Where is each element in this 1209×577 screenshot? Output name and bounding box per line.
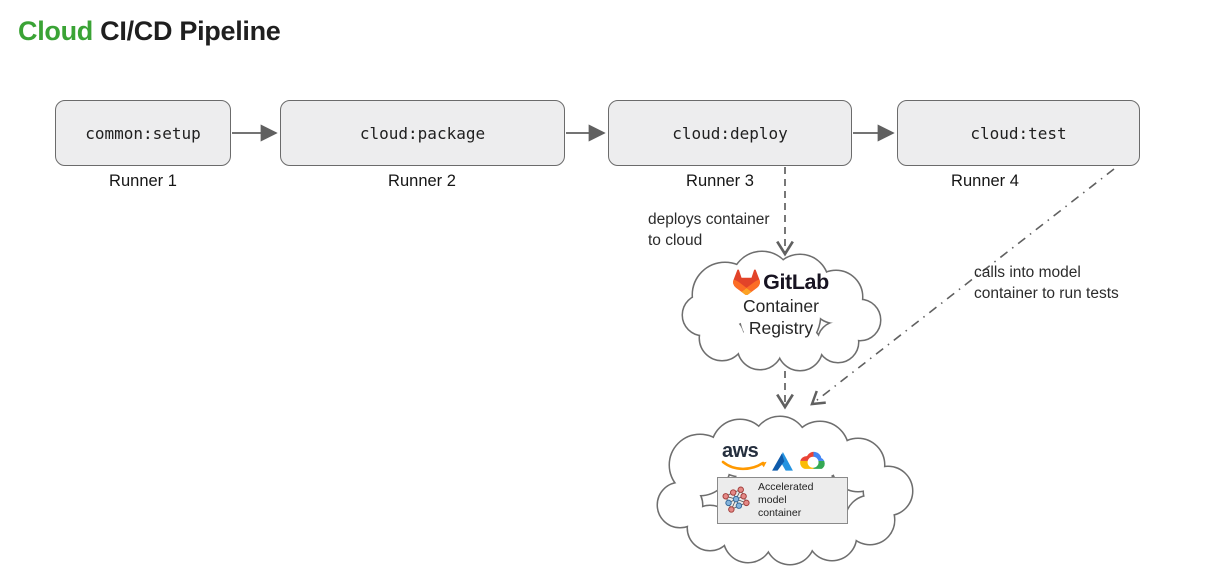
job-box-cloud-deploy: cloud:deploy [608, 100, 852, 166]
title-highlight: Cloud [18, 16, 93, 46]
gitlab-brand: GitLab [733, 269, 829, 295]
runner-label-1: Runner 1 [109, 172, 177, 190]
runner-label-4: Runner 4 [951, 172, 1019, 190]
cloud-providers-row: aws [721, 440, 829, 472]
accelerated-model-container-box: Accelerated model container [717, 477, 848, 524]
runner-label-3: Runner 3 [686, 172, 754, 190]
job-box-common-setup: common:setup [55, 100, 231, 166]
dashdot-arrow-test-to-provider [810, 168, 1115, 406]
annotation-calls-into-model: calls into model container to run tests [974, 264, 1119, 302]
azure-logo [772, 451, 793, 471]
registry-line-registry: Registry [748, 318, 814, 338]
aws-smile-icon [721, 460, 767, 471]
gitlab-wordmark: GitLab [763, 269, 829, 294]
job-box-cloud-package: cloud:package [280, 100, 565, 166]
neural-network-icon [722, 486, 750, 513]
aws-logo: aws [721, 440, 767, 472]
job-box-cloud-test: cloud:test [897, 100, 1140, 166]
page-title: Cloud CI/CD Pipeline [18, 16, 281, 47]
registry-line-container: Container [743, 296, 819, 316]
google-cloud-logo [800, 451, 825, 469]
gitlab-tanuki-icon [733, 269, 761, 295]
job-label: cloud:deploy [672, 123, 788, 143]
model-box-label: Accelerated model container [758, 481, 814, 519]
annotation-deploys-container: deploys container to cloud [648, 211, 770, 249]
runner-label-2: Runner 2 [388, 172, 456, 190]
job-label: cloud:test [970, 123, 1067, 143]
job-label: cloud:package [359, 123, 486, 143]
aws-wordmark: aws [722, 440, 759, 462]
registry-cloud-content: GitLab Container Registry [691, 269, 871, 339]
job-label: common:setup [85, 123, 201, 143]
title-rest: CI/CD Pipeline [92, 16, 281, 46]
